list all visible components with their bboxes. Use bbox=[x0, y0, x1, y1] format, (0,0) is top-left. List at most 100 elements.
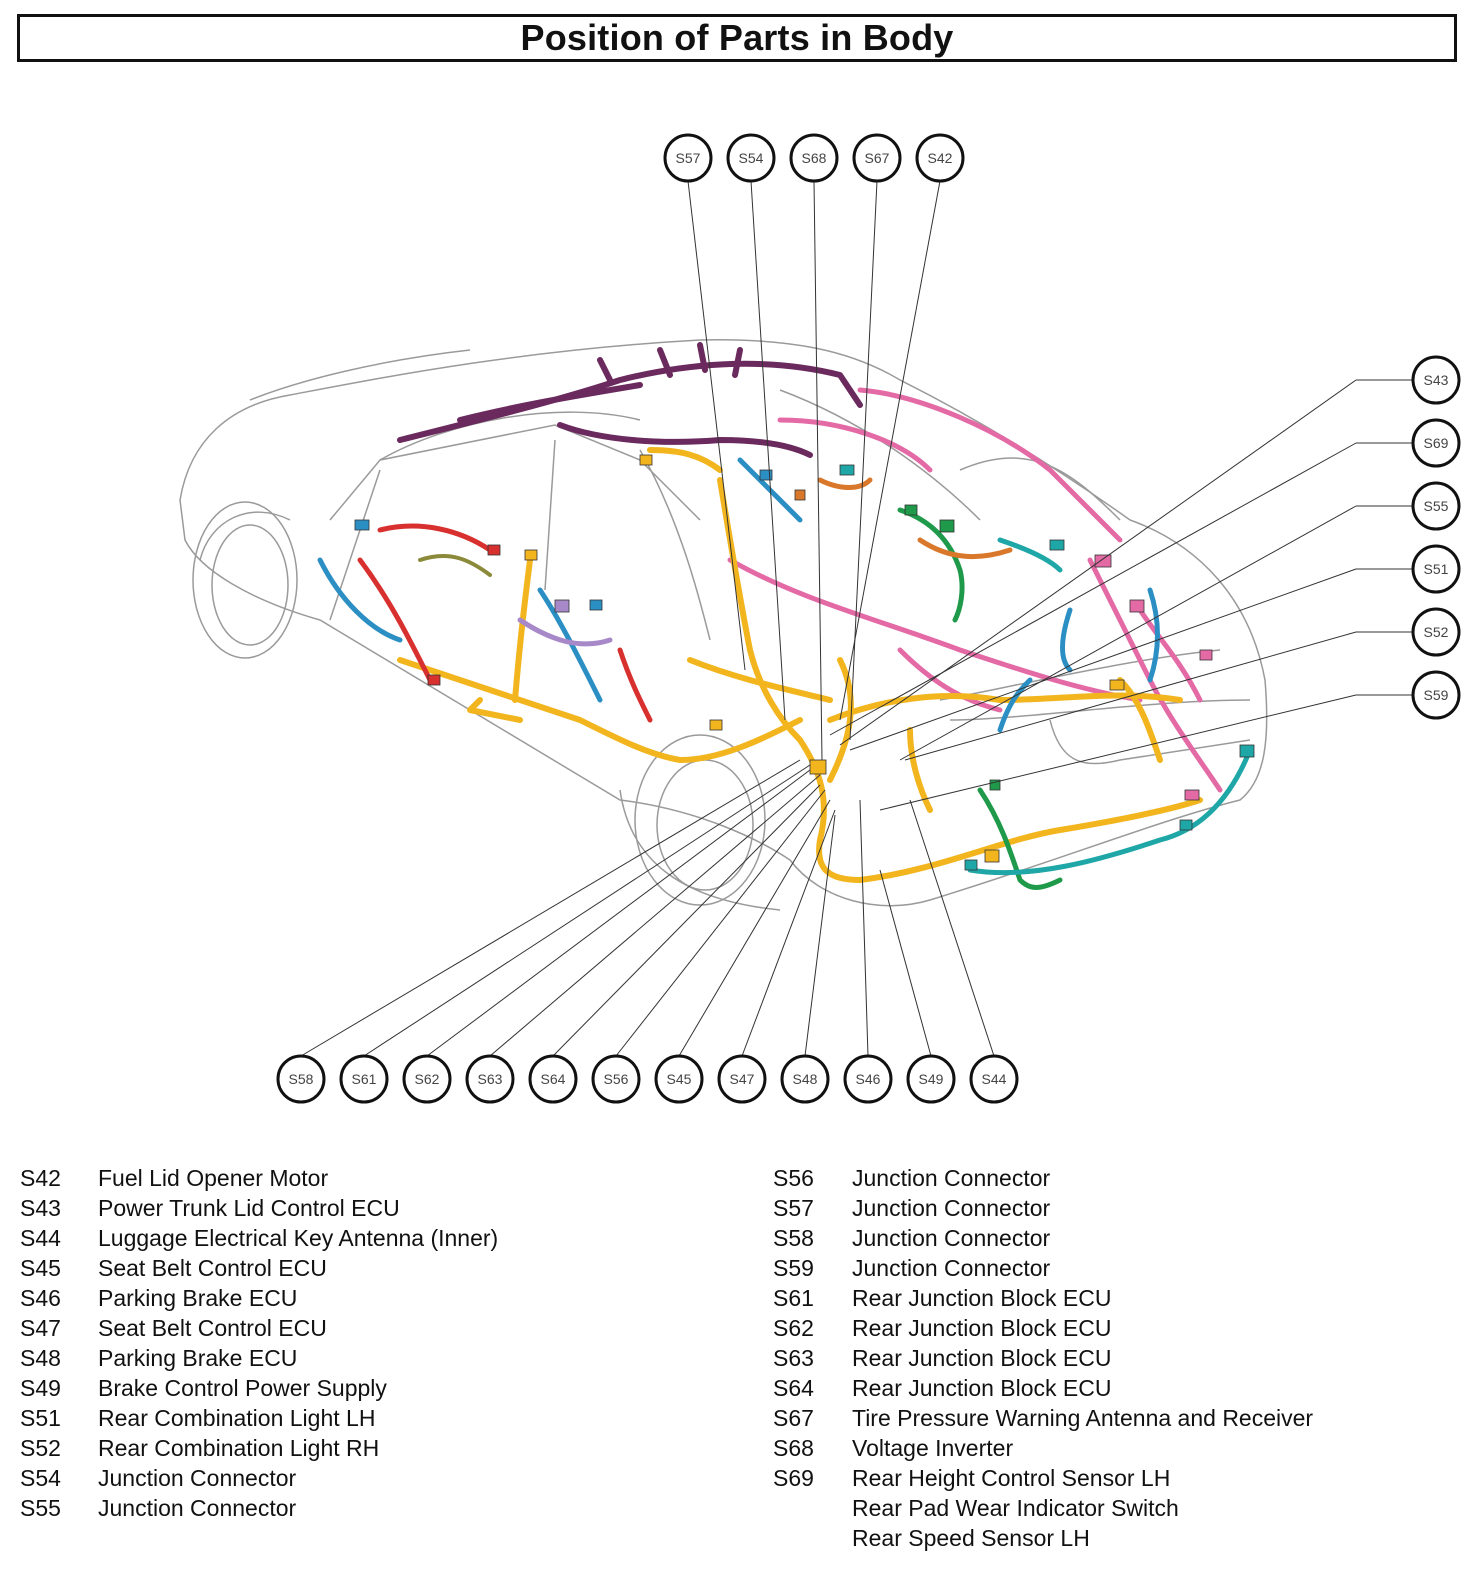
callout-label: S52 bbox=[1424, 624, 1449, 640]
callout-label: S45 bbox=[667, 1071, 692, 1087]
callout-s61: S61 bbox=[339, 1054, 389, 1104]
callout-s55: S55 bbox=[1411, 481, 1461, 531]
legend-code: S43 bbox=[20, 1195, 61, 1221]
legend-description: Tire Pressure Warning Antenna and Receiv… bbox=[852, 1405, 1314, 1431]
leader-line-s59 bbox=[879, 694, 1357, 811]
callout-s52: S52 bbox=[1411, 607, 1461, 657]
leader-line-s57 bbox=[687, 180, 746, 671]
leader-line-s56 bbox=[615, 789, 826, 1057]
callout-label: S46 bbox=[856, 1071, 881, 1087]
legend-code: S51 bbox=[20, 1405, 61, 1431]
legend-description: Seat Belt Control ECU bbox=[98, 1255, 327, 1281]
legend-row: S43 Power Trunk Lid Control ECU bbox=[20, 1193, 700, 1223]
callout-circle bbox=[1411, 418, 1461, 468]
harness-teal bbox=[967, 537, 1253, 876]
legend-code: S67 bbox=[773, 1405, 814, 1431]
callout-label: S61 bbox=[352, 1071, 377, 1087]
callout-circle bbox=[915, 133, 965, 183]
legend-code: S45 bbox=[20, 1255, 61, 1281]
callout-circle bbox=[591, 1054, 641, 1104]
callout-s42: S42 bbox=[915, 133, 965, 183]
leader-line-s68 bbox=[813, 180, 823, 761]
leader-line-s46 bbox=[859, 799, 869, 1057]
legend-description: Rear Speed Sensor LH bbox=[852, 1525, 1090, 1551]
leader-line-s61 bbox=[363, 764, 811, 1057]
leader-line-s44 bbox=[909, 799, 995, 1057]
legend-description: Rear Height Control Sensor LH bbox=[852, 1465, 1171, 1491]
legend-code: S68 bbox=[773, 1435, 814, 1461]
callout-label: S49 bbox=[919, 1071, 944, 1087]
harness-red bbox=[357, 523, 653, 723]
callout-label: S43 bbox=[1424, 372, 1449, 388]
harness-pink bbox=[727, 387, 1223, 793]
callout-circle bbox=[789, 133, 839, 183]
legend-description: Junction Connector bbox=[852, 1255, 1051, 1281]
legend-code: S58 bbox=[773, 1225, 814, 1251]
harness-olive bbox=[418, 554, 492, 577]
legend-description: Junction Connector bbox=[852, 1165, 1051, 1191]
legend-description: Seat Belt Control ECU bbox=[98, 1315, 327, 1341]
legend-code: S56 bbox=[773, 1165, 814, 1191]
legend-code: S42 bbox=[20, 1165, 61, 1191]
front-wheel bbox=[192, 501, 298, 659]
callout-label: S51 bbox=[1424, 561, 1449, 577]
harness-lilac bbox=[517, 617, 613, 647]
legend-description: Fuel Lid Opener Motor bbox=[98, 1165, 329, 1191]
legend-description: Junction Connector bbox=[98, 1495, 297, 1521]
leader-line-s58 bbox=[300, 759, 801, 1057]
callout-s64: S64 bbox=[528, 1054, 578, 1104]
legend-description: Rear Junction Block ECU bbox=[852, 1315, 1112, 1341]
leader-line-s69 bbox=[829, 442, 1357, 736]
legend-description: Brake Control Power Supply bbox=[98, 1375, 387, 1401]
callout-circle bbox=[402, 1054, 452, 1104]
callout-s69: S69 bbox=[1411, 418, 1461, 468]
legend-row: Rear Speed Sensor LH bbox=[773, 1523, 1453, 1553]
callout-circle bbox=[1411, 544, 1461, 594]
callout-s58: S58 bbox=[276, 1054, 326, 1104]
callout-s56: S56 bbox=[591, 1054, 641, 1104]
leader-line-s63 bbox=[489, 774, 821, 1057]
leader-line-s43 bbox=[839, 379, 1357, 746]
callout-circle bbox=[969, 1054, 1019, 1104]
callout-s54: S54 bbox=[726, 133, 776, 183]
legend-code: S54 bbox=[20, 1465, 61, 1491]
callout-label: S42 bbox=[928, 150, 953, 166]
legend-description: Power Trunk Lid Control ECU bbox=[98, 1195, 400, 1221]
leader-line-s67 bbox=[849, 180, 878, 741]
callout-s62: S62 bbox=[402, 1054, 452, 1104]
callout-label: S59 bbox=[1424, 687, 1449, 703]
callout-label: S58 bbox=[289, 1071, 314, 1087]
legend-row: S67 Tire Pressure Warning Antenna and Rec… bbox=[773, 1403, 1453, 1433]
legend-row: S58 Junction Connector bbox=[773, 1223, 1453, 1253]
legend-row: S62 Rear Junction Block ECU bbox=[773, 1313, 1453, 1343]
legend-description: Rear Junction Block ECU bbox=[852, 1375, 1112, 1401]
callout-circle bbox=[726, 133, 776, 183]
callout-label: S47 bbox=[730, 1071, 755, 1087]
leader-line-s51 bbox=[849, 568, 1357, 751]
legend-code: S52 bbox=[20, 1435, 61, 1461]
callout-circle bbox=[852, 133, 902, 183]
callout-circle bbox=[843, 1054, 893, 1104]
callout-label: S56 bbox=[604, 1071, 629, 1087]
legend-description: Rear Junction Block ECU bbox=[852, 1285, 1112, 1311]
legend-description: Junction Connector bbox=[852, 1225, 1051, 1251]
legend-description: Luggage Electrical Key Antenna (Inner) bbox=[98, 1225, 499, 1251]
callout-circle bbox=[1411, 670, 1461, 720]
title-box: Position of Parts in Body bbox=[17, 14, 1457, 62]
legend-code: S62 bbox=[773, 1315, 814, 1341]
callout-circle bbox=[780, 1054, 830, 1104]
callout-label: S64 bbox=[541, 1071, 566, 1087]
callout-label: S57 bbox=[676, 150, 701, 166]
callout-s45: S45 bbox=[654, 1054, 704, 1104]
